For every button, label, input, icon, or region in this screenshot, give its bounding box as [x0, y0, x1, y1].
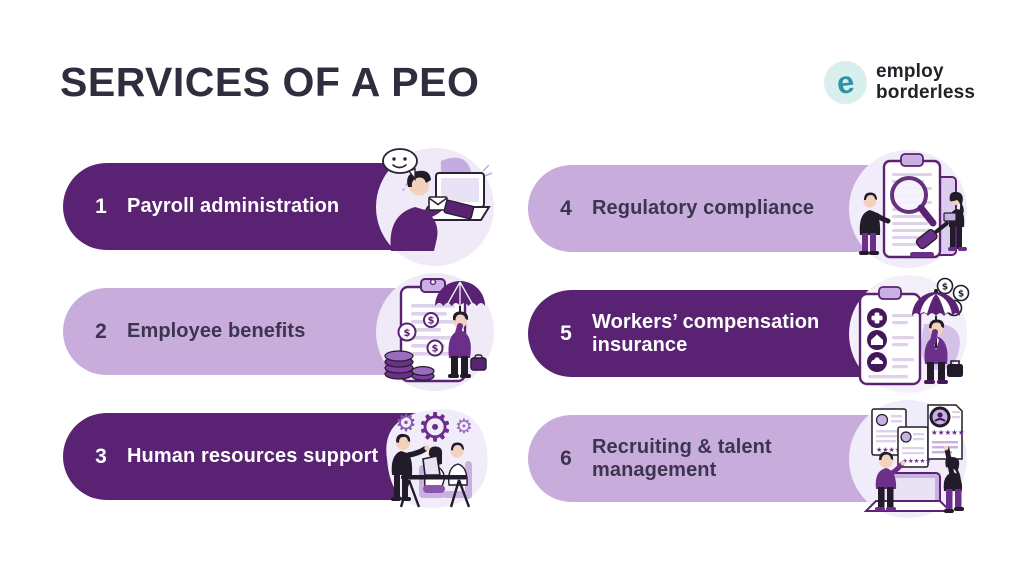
service-number: 1 — [95, 194, 107, 218]
service-number: 4 — [560, 196, 572, 220]
service-label: Workers’ compensation insurance — [592, 311, 820, 356]
service-label: Recruiting & talent management — [592, 436, 772, 481]
brand-name-line1: employ — [876, 60, 944, 82]
brand-name-line2: borderless — [876, 81, 976, 103]
service-number: 5 — [560, 321, 572, 345]
gear-icon: ⚙ — [417, 405, 453, 451]
magnifier-icon — [890, 176, 937, 227]
page-title: SERVICES OF A PEO — [60, 59, 480, 105]
resume-card-icon: ★★★★★ — [927, 404, 965, 460]
service-label: Employee benefits — [127, 320, 306, 343]
service-number: 6 — [560, 446, 572, 470]
workers-compensation-illustration: $ $ $ — [846, 272, 970, 396]
coin-stack-icon — [384, 350, 435, 381]
gavel-icon — [910, 221, 949, 257]
brand-logo-text: employ borderless — [876, 60, 976, 103]
regulatory-compliance-illustration — [846, 147, 970, 271]
human-resources-illustration: ⚙ ⚙ ⚙ — [373, 395, 497, 519]
payroll-administration-illustration — [373, 145, 497, 269]
star-rating-icon: ★★★★★ — [902, 457, 931, 465]
service-label: Human resources support — [127, 445, 379, 468]
star-rating-icon: ★★★★★ — [931, 428, 965, 437]
service-number: 2 — [95, 319, 107, 343]
star-rating-icon: ★★★★★ — [876, 446, 907, 454]
recruiting-talent-illustration: ★★★★★ ★★★★★ ★★★★★ — [846, 397, 970, 521]
employee-benefits-illustration: $ $ $ — [373, 270, 497, 394]
service-number: 3 — [95, 444, 107, 468]
dollar-symbol: $ — [432, 344, 439, 355]
service-pill-recruiting-talent-management: 6 Recruiting & talent management — [528, 415, 916, 502]
service-label: Payroll administration — [127, 195, 340, 218]
service-pill-workers-compensation-insurance: 5 Workers’ compensation insurance — [528, 290, 916, 377]
brand-logo: e employ borderless — [821, 58, 976, 107]
dollar-symbol: $ — [428, 316, 435, 327]
brand-logo-letter: e — [834, 63, 857, 101]
car-icon — [871, 357, 883, 364]
dollar-symbol: $ — [404, 328, 411, 339]
gear-icon: ⚙ — [455, 414, 473, 438]
brand-logo-icon: e — [821, 58, 870, 107]
dollar-symbol: $ — [942, 283, 948, 293]
dollar-symbol: $ — [958, 290, 964, 300]
gear-icon: ⚙ — [395, 409, 417, 437]
smiley-speech-bubble-icon — [382, 148, 418, 182]
house-icon — [871, 334, 883, 345]
service-label: Regulatory compliance — [592, 197, 815, 220]
